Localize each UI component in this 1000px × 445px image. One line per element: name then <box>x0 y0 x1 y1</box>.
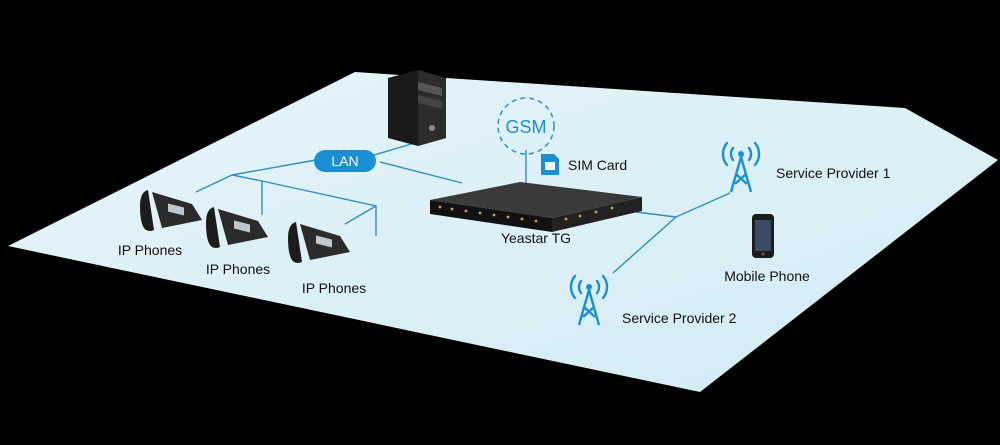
lan-label: LAN <box>331 153 358 169</box>
ip-phone-icon <box>288 222 350 263</box>
ip-phones-label-1: IP Phones <box>118 242 182 258</box>
sim-card-label: SIM Card <box>568 157 627 173</box>
mobile-phone-icon <box>752 214 774 258</box>
lan-badge: LAN <box>314 150 376 172</box>
sim-card-icon <box>541 154 559 175</box>
ip-phone-icon <box>140 190 202 231</box>
gsm-label: GSM <box>505 117 546 137</box>
gateway-label: Yeastar TG <box>501 230 571 246</box>
gsm-signal: GSM <box>497 97 555 155</box>
service-provider-2-label: Service Provider 2 <box>622 310 737 326</box>
ip-phones-label-2: IP Phones <box>206 261 270 277</box>
cell-tower-icon <box>721 141 761 193</box>
ip-phones-label-3: IP Phones <box>302 280 366 296</box>
service-provider-1-label: Service Provider 1 <box>776 165 891 181</box>
ip-phone-icon <box>206 207 268 248</box>
cell-tower-icon <box>569 274 609 326</box>
gateway-device-icon <box>430 182 642 232</box>
server-tower-icon <box>388 70 446 146</box>
mobile-phone-label: Mobile Phone <box>724 268 810 284</box>
